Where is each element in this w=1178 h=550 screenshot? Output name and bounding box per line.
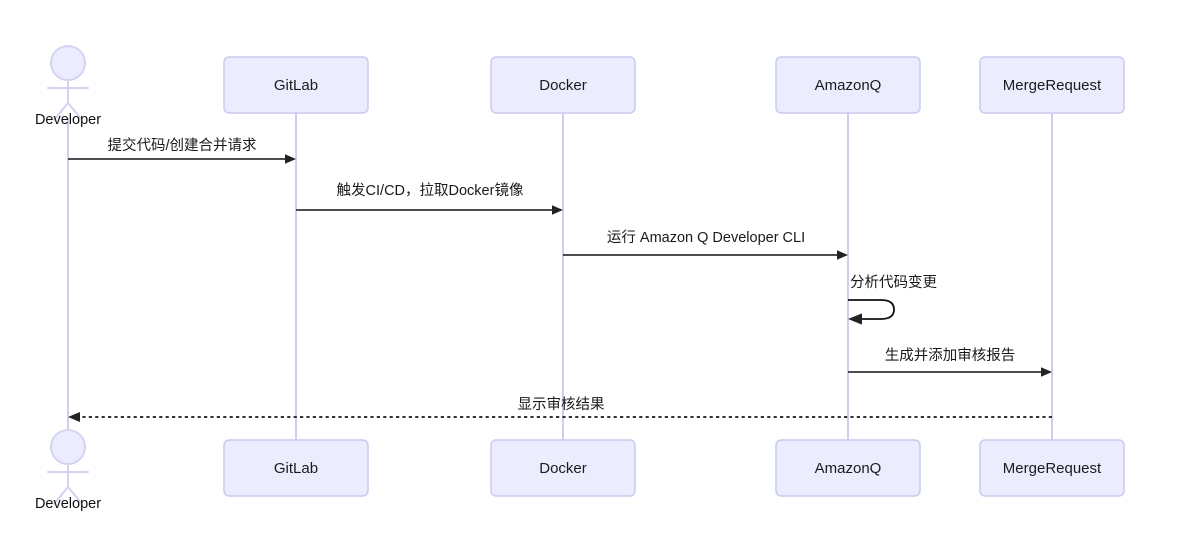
participant-box-amazonq-bottom[interactable] — [775, 439, 921, 497]
message-label-6: 显示审核结果 — [518, 396, 605, 413]
participant-label-amazonq-top: AmazonQ — [815, 77, 882, 94]
message-6[interactable]: 显示审核结果 — [68, 396, 1052, 422]
participant-header-mergerequest[interactable]: MergeRequest — [979, 56, 1125, 114]
message-label-4: 分析代码变更 — [850, 274, 937, 291]
message-label-1: 提交代码/创建合并请求 — [107, 136, 257, 154]
message-2[interactable]: 触发CI/CD，拉取Docker镜像 — [296, 181, 563, 215]
message-label-2: 触发CI/CD，拉取Docker镜像 — [337, 181, 524, 199]
self-loop-path-4 — [848, 299, 895, 320]
message-5[interactable]: 生成并添加审核报告 — [848, 347, 1052, 377]
participant-label-docker-bottom: Docker — [539, 460, 587, 477]
message-label-3: 运行 Amazon Q Developer CLI — [607, 229, 805, 246]
message-arrowhead-5 — [1041, 367, 1052, 377]
participant-box-mergerequest-bottom[interactable] — [979, 439, 1125, 497]
actor-head-icon-bottom — [50, 429, 86, 465]
participant-label-amazonq-bottom: AmazonQ — [815, 460, 882, 477]
participant-footer-docker[interactable]: Docker — [490, 439, 636, 497]
lifelines-layer — [67, 113, 1053, 440]
message-arrowhead-6 — [68, 412, 80, 422]
participant-footer-amazonq[interactable]: AmazonQ — [775, 439, 921, 497]
message-1[interactable]: 提交代码/创建合并请求 — [68, 136, 296, 164]
message-3[interactable]: 运行 Amazon Q Developer CLI — [563, 229, 848, 260]
participant-label-mergerequest-bottom: MergeRequest — [1003, 460, 1102, 477]
participant-header-developer[interactable]: Developer — [35, 45, 101, 128]
participant-label-developer-top: Developer — [35, 112, 101, 128]
participant-box-docker-bottom[interactable] — [490, 439, 636, 497]
participant-box-docker-top[interactable] — [490, 56, 636, 114]
participant-header-amazonq[interactable]: AmazonQ — [775, 56, 921, 114]
participant-footer-developer[interactable]: Developer — [35, 429, 101, 512]
actor-head-icon — [50, 45, 86, 81]
actor-legs-icon-bottom — [53, 486, 83, 505]
message-arrowhead-1 — [285, 154, 296, 164]
participant-box-gitlab-bottom[interactable] — [223, 439, 369, 497]
message-arrowhead-4 — [848, 313, 862, 325]
participant-label-gitlab-top: GitLab — [274, 77, 318, 94]
message-4-self-loop[interactable]: 分析代码变更 — [848, 274, 937, 325]
participant-box-amazonq-top[interactable] — [775, 56, 921, 114]
participant-label-gitlab-bottom: GitLab — [274, 460, 318, 477]
message-label-5: 生成并添加审核报告 — [885, 347, 1016, 364]
message-arrowhead-3 — [837, 250, 848, 260]
message-arrowhead-2 — [552, 205, 563, 215]
participant-box-gitlab-top[interactable] — [223, 56, 369, 114]
actor-legs-icon — [53, 102, 83, 121]
participant-label-mergerequest-top: MergeRequest — [1003, 77, 1102, 94]
participant-label-docker-top: Docker — [539, 77, 587, 94]
participant-label-developer-bottom: Developer — [35, 496, 101, 512]
participant-footer-gitlab[interactable]: GitLab — [223, 439, 369, 497]
participant-header-docker[interactable]: Docker — [490, 56, 636, 114]
participant-footer-mergerequest[interactable]: MergeRequest — [979, 439, 1125, 497]
participant-header-gitlab[interactable]: GitLab — [223, 56, 369, 114]
participant-box-mergerequest-top[interactable] — [979, 56, 1125, 114]
